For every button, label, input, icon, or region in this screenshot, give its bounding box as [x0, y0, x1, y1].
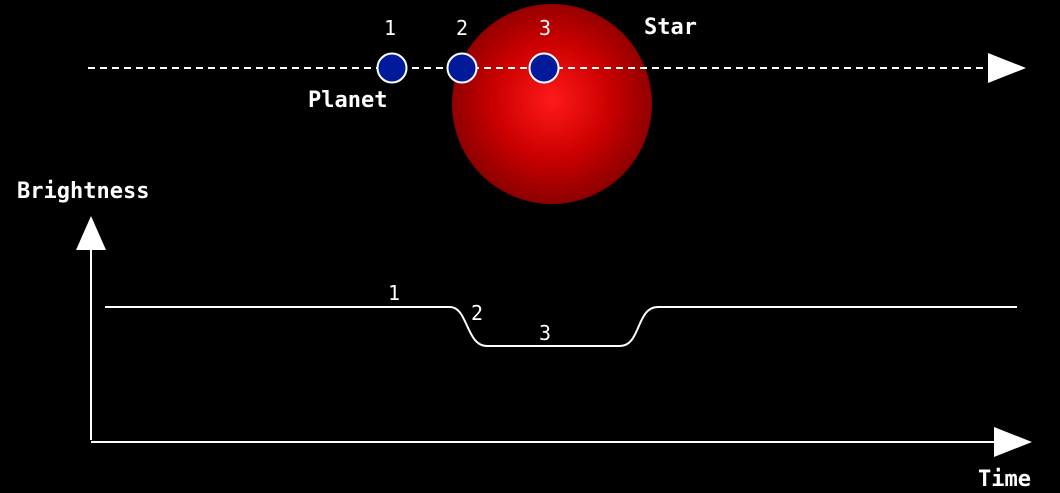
x-axis-label: Time — [978, 467, 1031, 492]
star — [452, 4, 652, 204]
curve-label-2: 2 — [471, 301, 483, 325]
y-axis-arrowhead — [76, 216, 106, 250]
planet-position-2 — [446, 52, 478, 84]
x-axis-arrowhead — [994, 427, 1032, 457]
position-label-1: 1 — [384, 16, 396, 40]
planet-label: Planet — [308, 88, 387, 113]
planet-position-3 — [528, 52, 560, 84]
planet-position-1 — [376, 52, 408, 84]
orbit-arrowhead — [988, 53, 1026, 83]
light-curve — [105, 306, 1017, 347]
position-label-2: 2 — [456, 16, 468, 40]
position-label-3: 3 — [539, 16, 551, 40]
y-axis-label: Brightness — [17, 179, 149, 204]
star-label: Star — [644, 15, 697, 40]
curve-label-3: 3 — [539, 321, 551, 345]
curve-label-1: 1 — [388, 281, 400, 305]
